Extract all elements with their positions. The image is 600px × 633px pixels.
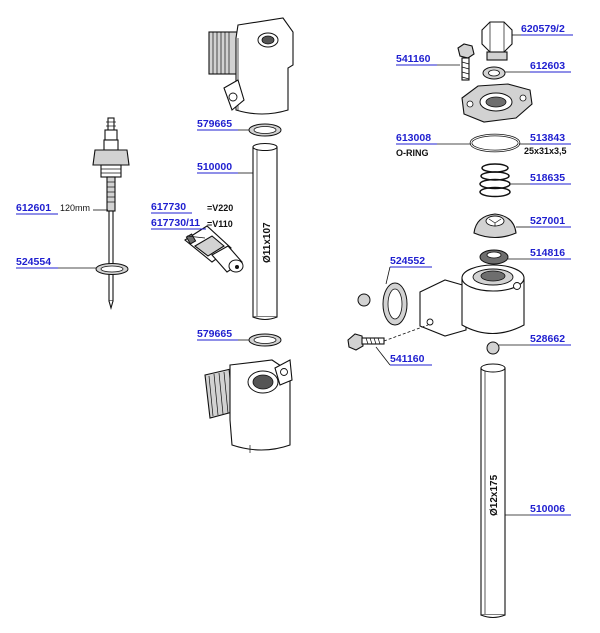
label-613008[interactable]: 613008 O-RING	[396, 132, 471, 158]
ball-small-left	[357, 293, 371, 307]
washer-612603	[482, 66, 506, 80]
tube-510000-dimension: Ø11x107	[262, 222, 273, 263]
valve-527001	[473, 213, 517, 239]
part-number-541160-top[interactable]: 541160	[396, 53, 431, 65]
part-number-612603[interactable]: 612603	[530, 60, 565, 72]
label-617730[interactable]: 617730 =V220	[151, 201, 233, 214]
label-579665-bottom[interactable]: 579665	[197, 328, 249, 341]
label-541160-bottom[interactable]: 541160	[375, 346, 432, 366]
oring-613008	[469, 133, 521, 153]
label-528662[interactable]: 528662	[499, 333, 571, 346]
spring-518635	[479, 163, 511, 198]
part-number-510006[interactable]: 510006	[530, 503, 565, 515]
oring-579665-top	[248, 123, 282, 137]
label-524554[interactable]: 524554	[16, 256, 96, 269]
probe-612601	[92, 117, 130, 311]
label-620579-2[interactable]: 620579/2	[512, 23, 573, 36]
part-number-579665-bottom[interactable]: 579665	[197, 328, 232, 340]
cap-nut-620579-2	[481, 21, 513, 61]
seal-514816	[479, 249, 509, 265]
label-617730-11[interactable]: 617730/11 =V110	[151, 217, 233, 230]
oring-size-note: 25x31x3,5	[524, 146, 567, 156]
probe-length-note: 120mm	[60, 203, 90, 213]
pump-housing	[419, 264, 525, 337]
part-number-528662[interactable]: 528662	[530, 333, 565, 345]
label-612603[interactable]: 612603	[505, 60, 571, 73]
label-518635[interactable]: 518635	[511, 172, 571, 185]
part-number-620579-2[interactable]: 620579/2	[521, 23, 565, 35]
part-number-541160-bottom[interactable]: 541160	[390, 353, 425, 365]
tube-510006: Ø12x175	[480, 363, 506, 619]
label-510000[interactable]: 510000	[197, 161, 253, 174]
flange-plate	[461, 83, 533, 123]
part-number-527001[interactable]: 527001	[530, 215, 565, 227]
part-number-514816[interactable]: 514816	[530, 247, 565, 259]
label-541160-top[interactable]: 541160	[396, 53, 460, 66]
oring-524552	[382, 282, 408, 326]
fuse-holder-617730	[184, 225, 244, 273]
part-number-524552[interactable]: 524552	[390, 255, 425, 267]
voltage-note-v110: =V110	[207, 219, 233, 229]
part-number-524554[interactable]: 524554	[16, 256, 51, 268]
label-510006[interactable]: 510006	[505, 503, 571, 516]
union-fitting-bottom	[204, 359, 293, 453]
tube-510000: Ø11x107	[252, 143, 278, 321]
part-number-510000[interactable]: 510000	[197, 161, 232, 173]
part-number-617730[interactable]: 617730	[151, 201, 186, 213]
screw-541160-bottom	[347, 324, 429, 351]
voltage-note-v220: =V220	[207, 203, 233, 213]
oring-note: O-RING	[396, 148, 429, 158]
tube-510006-dimension: Ø12x175	[489, 474, 500, 516]
label-513843[interactable]: 513843 25x31x3,5	[519, 132, 571, 156]
label-524552[interactable]: 524552	[385, 255, 432, 285]
oring-524554	[95, 263, 129, 275]
label-527001[interactable]: 527001	[516, 215, 571, 228]
part-number-579665-top[interactable]: 579665	[197, 118, 232, 130]
label-612601[interactable]: 612601 120mm	[16, 202, 108, 215]
label-514816[interactable]: 514816	[508, 247, 571, 260]
part-number-617730-11[interactable]: 617730/11	[151, 217, 200, 229]
part-number-613008[interactable]: 613008	[396, 132, 431, 144]
part-number-518635[interactable]: 518635	[530, 172, 565, 184]
union-fitting-top	[208, 17, 294, 115]
part-number-513843[interactable]: 513843	[530, 132, 565, 144]
screw-541160-top	[457, 43, 475, 81]
label-579665-top[interactable]: 579665	[197, 118, 249, 131]
ball-528662	[486, 341, 500, 355]
part-number-612601[interactable]: 612601	[16, 202, 51, 214]
oring-579665-bottom	[248, 333, 282, 347]
